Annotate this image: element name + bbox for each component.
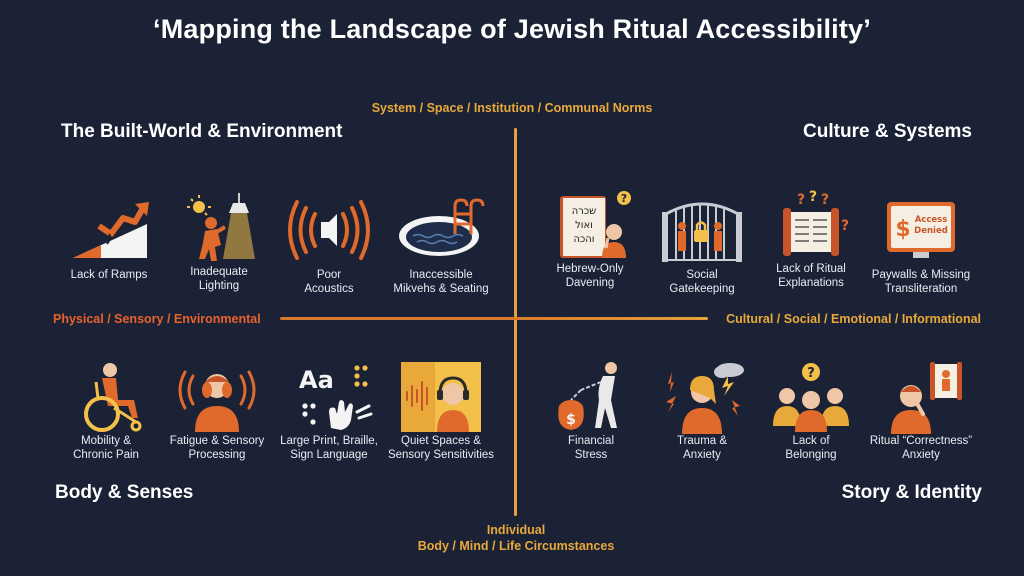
hebrew-text-line: ואול	[575, 220, 593, 231]
item-ritual-correctness-anxiety: Ritual “Correctness” Anxiety	[862, 362, 980, 462]
label-line: Explanations	[778, 277, 844, 289]
vertical-axis-line	[514, 128, 517, 516]
label-line: Trauma &	[676, 435, 728, 447]
label-line: Sensory Sensitivities	[387, 449, 495, 461]
broken-ramp-icon	[50, 196, 168, 266]
label-line: Financial	[567, 435, 615, 447]
hebrew-text-line: והכה	[573, 234, 594, 245]
quadrant-title-culture-systems: Culture & Systems	[803, 121, 972, 142]
worried-person-icon	[862, 362, 980, 434]
label-line: Inadequate	[190, 266, 248, 278]
label-line: Lack of Ritual	[776, 263, 846, 275]
svg-text:?: ?	[807, 366, 815, 381]
label-line: Transliteration	[884, 283, 958, 295]
item-hebrew-only-davening: שכרה ואול והכה ? Hebrew-Only Davening	[531, 190, 649, 290]
money-bag-chain-icon: $	[532, 362, 650, 432]
label-line: Davening	[565, 277, 615, 289]
dim-lamp-icon	[160, 193, 278, 263]
label-line: Belonging	[785, 449, 837, 461]
svg-text:?: ?	[797, 192, 805, 208]
hebrew-book-icon: שכרה ואול והכה ?	[531, 190, 649, 266]
svg-text:?: ?	[821, 192, 829, 208]
page-title: ‘Mapping the Landscape of Jewish Ritual …	[153, 14, 871, 44]
headphones-icon	[382, 362, 500, 432]
label-line: Inaccessible	[409, 269, 473, 281]
label-line: Fatigue & Sensory	[169, 435, 265, 447]
label-line: Mikvehs & Seating	[393, 283, 489, 295]
label-line: Large Print, Braille,	[280, 435, 378, 447]
label-line: Poor	[316, 269, 342, 281]
horizontal-axis-line	[280, 317, 708, 320]
axis-right-label: Cultural / Social / Emotional / Informat…	[726, 312, 981, 326]
label-line: Lack of	[792, 435, 830, 447]
label-line: Quiet Spaces &	[401, 435, 481, 447]
label-line: Paywalls & Missing	[871, 269, 971, 281]
item-paywalls: $ Access Denied Paywalls & Missing Trans…	[862, 196, 980, 296]
item-poor-acoustics: Poor Acoustics	[270, 196, 388, 296]
label-line: Chronic Pain	[73, 449, 139, 461]
svg-text:?: ?	[621, 192, 627, 205]
label-line: Social	[686, 269, 718, 281]
quadrant-title-built-world: The Built-World & Environment	[61, 121, 343, 142]
label-line: Lack of Ramps	[70, 269, 148, 281]
svg-text:?: ?	[841, 218, 849, 234]
overwhelmed-person-icon	[158, 362, 276, 432]
screen-text-line: Access	[915, 215, 948, 225]
label-line: Sign Language	[290, 449, 368, 461]
item-large-print-braille: Aa Large Print, Braille, Sign Language	[270, 362, 388, 462]
label-line: Mobility &	[81, 435, 131, 447]
label-line: Ritual “Correctness”	[869, 435, 973, 447]
large-print-glyph: Aa	[299, 366, 334, 394]
scroll-question-icon: ? ? ? ?	[752, 190, 870, 266]
dollar-glyph: $	[566, 412, 576, 428]
label-line: Stress	[574, 449, 608, 461]
label-line: Processing	[188, 449, 246, 461]
label-line: Anxiety	[902, 449, 940, 461]
hebrew-text-line: שכרה	[572, 206, 597, 217]
pool-ladder-icon	[382, 196, 500, 266]
locked-gate-icon	[643, 196, 761, 266]
item-inaccessible-mikvehs: Inaccessible Mikvehs & Seating	[382, 196, 500, 296]
group-question-icon: ?	[752, 362, 870, 432]
label-line: Acoustics	[304, 283, 354, 295]
svg-text:$: $	[895, 217, 910, 242]
item-trauma-anxiety: Trauma & Anxiety	[643, 362, 761, 462]
access-denied-icon: $ Access Denied	[862, 196, 980, 266]
axis-bottom-label-2: Body / Mind / Life Circumstances	[417, 539, 615, 553]
screen-text-line: Denied	[914, 226, 948, 236]
speaker-icon	[270, 196, 388, 266]
item-social-gatekeeping: Social Gatekeeping	[643, 196, 761, 296]
svg-text:?: ?	[809, 190, 817, 205]
item-mobility: Mobility & Chronic Pain	[47, 362, 165, 462]
wheelchair-icon	[47, 362, 165, 432]
axis-top-label: System / Space / Institution / Communal …	[371, 101, 653, 115]
braille-sign-icon: Aa	[270, 362, 388, 432]
quadrant-title-body-senses: Body & Senses	[55, 482, 194, 503]
item-quiet-spaces: Quiet Spaces & Sensory Sensitivities	[382, 362, 500, 462]
item-lack-of-ritual-explanations: ? ? ? ? Lack of Ritual Explanations	[752, 190, 870, 290]
item-lack-of-ramps: Lack of Ramps	[50, 196, 168, 282]
label-line: Lighting	[198, 280, 240, 292]
item-inadequate-lighting: Inadequate Lighting	[160, 193, 278, 293]
item-financial-stress: $ Financial Stress	[532, 362, 650, 462]
quadrant-title-story-identity: Story & Identity	[841, 482, 982, 503]
axis-bottom-label-1: Individual	[486, 523, 546, 537]
label-line: Anxiety	[683, 449, 721, 461]
axis-left-label: Physical / Sensory / Environmental	[53, 312, 261, 326]
label-line: Hebrew-Only	[556, 263, 624, 275]
item-lack-of-belonging: ? Lack of Belonging	[752, 362, 870, 462]
label-line: Gatekeeping	[669, 283, 735, 295]
storm-cloud-person-icon	[643, 362, 761, 434]
item-fatigue-sensory: Fatigue & Sensory Processing	[158, 362, 276, 462]
